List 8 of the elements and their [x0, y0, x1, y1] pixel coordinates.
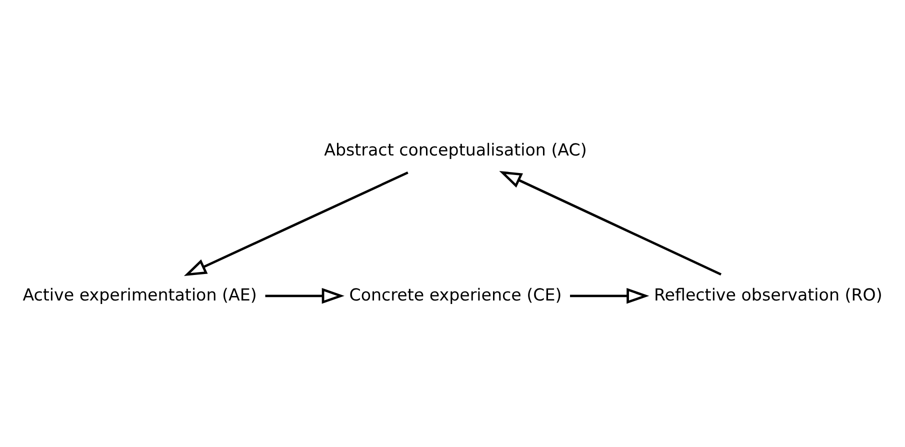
node-text: Abstract conceptualisation (AC): [324, 140, 587, 160]
node-text: Reflective observation (RO): [654, 285, 882, 304]
arrow: [184, 171, 408, 276]
arrow: [570, 288, 650, 304]
node-text: Active experimentation (AE): [22, 285, 257, 304]
arrow: [265, 288, 344, 304]
node-text: Concrete experience (CE): [349, 285, 562, 304]
arrow: [499, 170, 722, 276]
